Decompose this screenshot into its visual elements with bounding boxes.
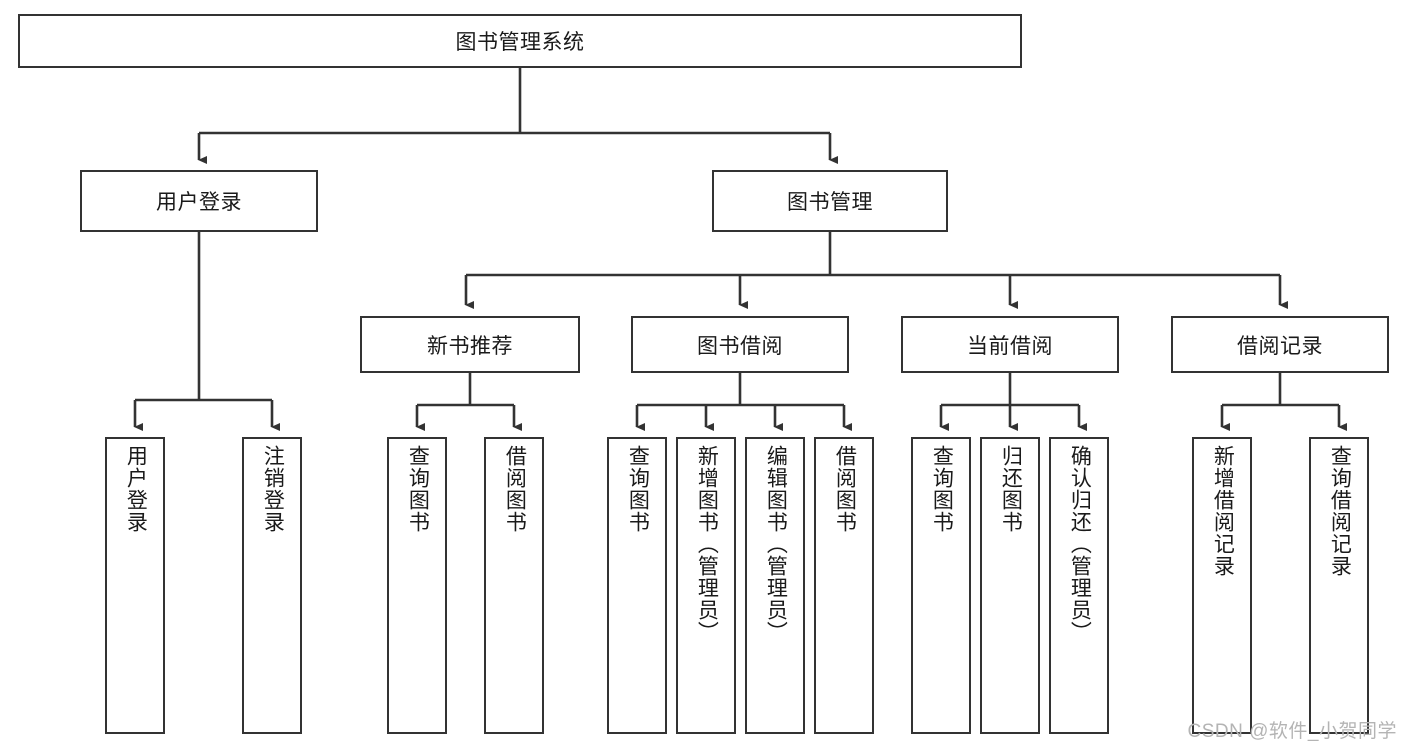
node-label: 图书管理 <box>787 191 873 214</box>
leaf-book-borrow-edit-book-admin[interactable]: 编辑图书（管理员） <box>745 437 805 734</box>
node-current-borrow[interactable]: 当前借阅 <box>901 316 1119 373</box>
node-label: 查询借阅记录 <box>1328 445 1352 577</box>
node-label: 新增图书（管理员） <box>695 445 719 643</box>
node-root-book-management-system[interactable]: 图书管理系统 <box>18 14 1022 68</box>
leaf-borrow-record-add-record[interactable]: 新增借阅记录 <box>1192 437 1252 734</box>
node-label: 查询图书 <box>626 445 650 533</box>
watermark: CSDN @软件_小贺同学 <box>1187 721 1397 742</box>
node-label: 归还图书 <box>999 445 1023 533</box>
node-label: 当前借阅 <box>967 334 1053 358</box>
node-label: 确认归还（管理员） <box>1068 445 1092 643</box>
leaf-current-borrow-return-book[interactable]: 归还图书 <box>980 437 1040 734</box>
node-label: 用户登录 <box>124 445 148 533</box>
node-borrow-record[interactable]: 借阅记录 <box>1171 316 1389 373</box>
node-label: 注销登录 <box>261 445 285 533</box>
node-book-management[interactable]: 图书管理 <box>712 170 948 232</box>
node-user-login[interactable]: 用户登录 <box>80 170 318 232</box>
node-label: 新书推荐 <box>427 334 513 358</box>
leaf-book-borrow-add-book-admin[interactable]: 新增图书（管理员） <box>676 437 736 734</box>
node-label: 借阅记录 <box>1237 334 1323 358</box>
node-label: 新增借阅记录 <box>1211 445 1235 577</box>
leaf-book-borrow-query-book[interactable]: 查询图书 <box>607 437 667 734</box>
leaf-borrow-record-query-record[interactable]: 查询借阅记录 <box>1309 437 1369 734</box>
leaf-book-borrow-borrow-book[interactable]: 借阅图书 <box>814 437 874 734</box>
node-label: 借阅图书 <box>833 445 857 533</box>
leaf-current-borrow-confirm-return-admin[interactable]: 确认归还（管理员） <box>1049 437 1109 734</box>
leaf-new-book-borrow-book[interactable]: 借阅图书 <box>484 437 544 734</box>
leaf-new-book-query-book[interactable]: 查询图书 <box>387 437 447 734</box>
node-new-book-recommend[interactable]: 新书推荐 <box>360 316 580 373</box>
node-book-borrow[interactable]: 图书借阅 <box>631 316 849 373</box>
node-label: 查询图书 <box>406 445 430 533</box>
node-label: 借阅图书 <box>503 445 527 533</box>
node-label: 图书管理系统 <box>455 31 585 54</box>
node-label: 编辑图书（管理员） <box>764 445 788 643</box>
leaf-user-login-login[interactable]: 用户登录 <box>105 437 165 734</box>
node-label: 图书借阅 <box>697 334 783 358</box>
node-label: 查询图书 <box>930 445 954 533</box>
node-label: 用户登录 <box>156 191 242 214</box>
leaf-current-borrow-query-book[interactable]: 查询图书 <box>911 437 971 734</box>
leaf-user-login-logout[interactable]: 注销登录 <box>242 437 302 734</box>
